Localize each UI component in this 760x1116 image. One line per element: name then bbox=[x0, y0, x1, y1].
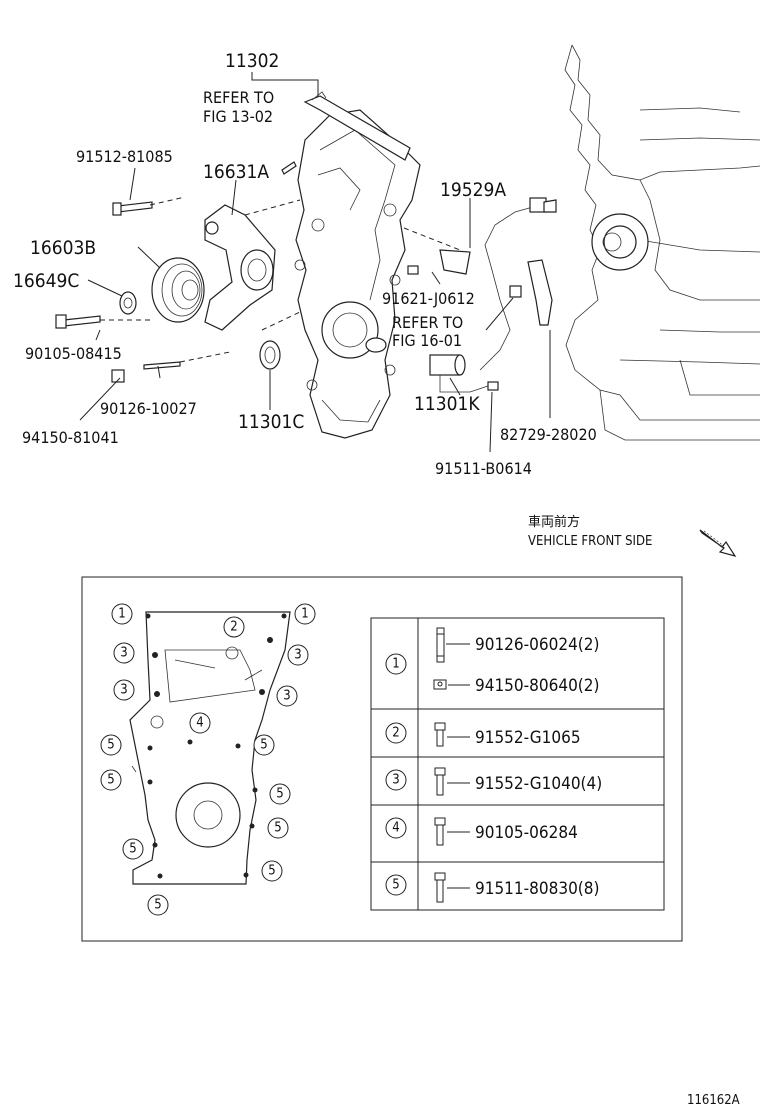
svg-text:5: 5 bbox=[107, 773, 114, 788]
marker-3: 3 bbox=[287, 644, 309, 666]
callout-90105-08415: 90105-08415 bbox=[25, 344, 122, 363]
marker-5: 5 bbox=[100, 734, 122, 756]
svg-text:4: 4 bbox=[196, 716, 203, 731]
svg-text:3: 3 bbox=[294, 648, 301, 663]
marker-3: 3 bbox=[276, 685, 298, 707]
table-row: 1 90126-06024(2) 94150-80640(2) bbox=[385, 627, 599, 696]
stud-bolt-icon bbox=[436, 627, 445, 663]
refer-note-1-line1: REFER TO bbox=[203, 88, 274, 107]
idler-pulley-assembly-illustration bbox=[55, 161, 461, 383]
leader-lines bbox=[79, 72, 551, 453]
table-part-number: 90105-06284 bbox=[475, 823, 578, 843]
callout-91511-B0614: 91511-B0614 bbox=[435, 459, 532, 478]
callout-11302: 11302 bbox=[225, 50, 279, 72]
marker-1: 1 bbox=[111, 603, 133, 625]
marker-3: 3 bbox=[113, 642, 135, 664]
inset-frame bbox=[81, 576, 683, 942]
diagram-id: 116162A bbox=[687, 1093, 740, 1108]
marker-4: 4 bbox=[189, 712, 211, 734]
flange-bolt-icon bbox=[434, 767, 446, 796]
table-row: 2 91552-G1065 bbox=[385, 722, 581, 748]
flange-bolt-icon bbox=[434, 722, 446, 747]
svg-text:1: 1 bbox=[301, 607, 308, 622]
table-part-number: 91552-G1040(4) bbox=[475, 774, 602, 794]
svg-text:3: 3 bbox=[283, 689, 290, 704]
svg-text:3: 3 bbox=[392, 773, 399, 788]
table-part-number: 91511-80830(8) bbox=[475, 879, 599, 899]
refer-note-2-line2: FIG 16-01 bbox=[392, 331, 462, 350]
callout-16649C: 16649C bbox=[13, 270, 79, 292]
engine-block-illustration bbox=[564, 44, 760, 441]
callout-91512-81085: 91512-81085 bbox=[76, 147, 173, 166]
table-part-number: 94150-80640(2) bbox=[475, 676, 599, 696]
callout-16631A: 16631A bbox=[203, 161, 269, 183]
callout-11301K: 11301K bbox=[414, 393, 480, 415]
svg-text:5: 5 bbox=[129, 842, 136, 857]
table-row: 5 91511-80830(8) bbox=[385, 872, 599, 903]
callout-82729-28020: 82729-28020 bbox=[500, 425, 597, 444]
marker-5: 5 bbox=[261, 860, 283, 882]
front-side-en: VEHICLE FRONT SIDE bbox=[528, 534, 652, 549]
callout-91621-J0612: 91621-J0612 bbox=[382, 289, 475, 308]
marker-5: 5 bbox=[122, 838, 144, 860]
table-row: 3 91552-G1040(4) bbox=[385, 767, 602, 796]
svg-text:4: 4 bbox=[392, 821, 399, 836]
svg-text:1: 1 bbox=[118, 607, 125, 622]
nut-icon bbox=[433, 679, 447, 690]
svg-text:5: 5 bbox=[107, 738, 114, 753]
svg-text:2: 2 bbox=[230, 620, 237, 635]
table-part-number: 90126-06024(2) bbox=[475, 635, 599, 655]
inset-markers: 1 1 2 3 3 3 3 4 5 5 5 5 5 5 5 5 bbox=[100, 603, 316, 916]
flange-bolt-icon bbox=[434, 872, 446, 903]
callout-94150-81041: 94150-81041 bbox=[22, 428, 119, 447]
marker-2: 2 bbox=[223, 616, 245, 638]
svg-text:5: 5 bbox=[268, 864, 275, 879]
marker-5: 5 bbox=[267, 817, 289, 839]
refer-note-2-line1: REFER TO bbox=[392, 313, 463, 332]
bolt-table: 1 90126-06024(2) 94150-80640(2) 2 91 bbox=[370, 617, 665, 911]
callout-90126-10027: 90126-10027 bbox=[100, 399, 197, 418]
table-part-number: 91552-G1065 bbox=[475, 728, 581, 748]
marker-5: 5 bbox=[253, 734, 275, 756]
svg-text:5: 5 bbox=[274, 821, 281, 836]
marker-5: 5 bbox=[269, 783, 291, 805]
callout-16603B: 16603B bbox=[30, 237, 96, 259]
sensor-wiring-illustration bbox=[407, 197, 557, 393]
svg-text:1: 1 bbox=[392, 657, 399, 672]
svg-text:5: 5 bbox=[260, 738, 267, 753]
marker-5: 5 bbox=[147, 894, 169, 916]
callout-19529A: 19529A bbox=[440, 179, 506, 201]
marker-3: 3 bbox=[113, 679, 135, 701]
front-side-jp: 車両前方 bbox=[528, 514, 580, 530]
marker-1: 1 bbox=[294, 603, 316, 625]
svg-text:5: 5 bbox=[154, 898, 161, 913]
marker-5: 5 bbox=[100, 769, 122, 791]
timing-chain-cover-illustration bbox=[294, 91, 421, 439]
table-row: 4 90105-06284 bbox=[385, 817, 578, 846]
refer-note-1-line2: FIG 13-02 bbox=[203, 107, 273, 126]
flange-bolt-icon bbox=[434, 817, 446, 846]
svg-text:3: 3 bbox=[120, 646, 127, 661]
svg-text:3: 3 bbox=[120, 683, 127, 698]
svg-text:5: 5 bbox=[276, 787, 283, 802]
svg-text:2: 2 bbox=[392, 726, 399, 741]
callout-11301C: 11301C bbox=[238, 411, 304, 433]
inset-cover-outline bbox=[129, 611, 291, 885]
svg-text:5: 5 bbox=[392, 878, 399, 893]
front-direction-arrow-icon bbox=[699, 529, 737, 557]
